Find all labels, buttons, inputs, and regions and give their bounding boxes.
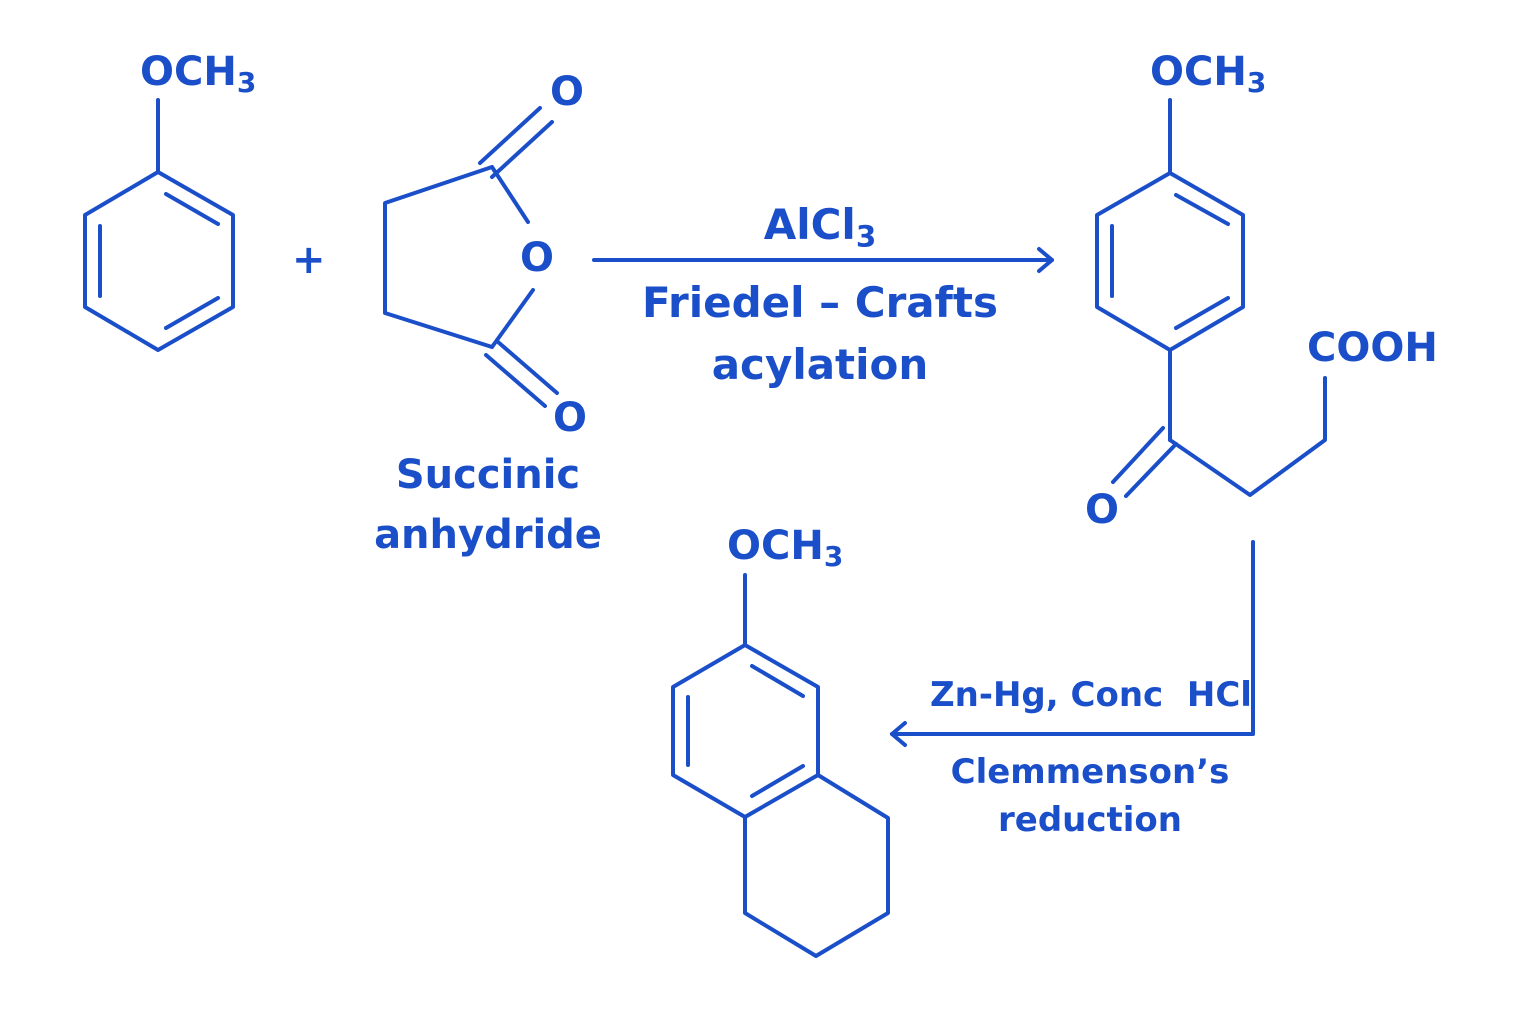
anisole-methoxy-text: OCH <box>140 49 237 95</box>
step1-reagent-text: AlCl <box>763 200 856 249</box>
intermediate-methoxy-text: OCH <box>1150 49 1247 95</box>
arrow-clemmensen <box>890 540 1255 747</box>
anisole-methoxy-subscript: 3 <box>236 66 257 99</box>
step1-reagent-subscript: 3 <box>855 219 877 254</box>
plus-sign: + <box>292 237 326 283</box>
anhydride-oxygen-bottom: O <box>553 395 588 441</box>
anhydride-oxygen-ring: O <box>520 235 555 281</box>
anisole-methoxy-label: OCH3 <box>140 52 256 97</box>
keto-oxygen-label: O <box>1085 487 1120 533</box>
step2-name-line2: reduction <box>998 800 1182 840</box>
step2-reagent: Zn-Hg, Conc HCl <box>930 675 1252 715</box>
step1-name-line1: Friedel – Crafts <box>641 278 998 327</box>
acid-group-label: COOH <box>1307 325 1438 371</box>
keto-acid-structure <box>1095 98 1327 498</box>
anisole-structure <box>83 98 235 352</box>
methoxytetralin-structure <box>671 573 890 958</box>
product-methoxy-label: OCH3 <box>727 526 843 571</box>
product-methoxy-subscript: 3 <box>823 540 844 573</box>
step1-reagent: AlCl3 <box>640 204 1000 252</box>
step1-name-line2: acylation <box>711 340 929 389</box>
anhydride-oxygen-top: O <box>550 69 585 115</box>
step2-name-line1: Clemmenson’s <box>950 752 1230 792</box>
intermediate-methoxy-label: OCH3 <box>1150 52 1266 97</box>
arrow-friedel-crafts <box>592 247 1054 273</box>
intermediate-methoxy-subscript: 3 <box>1246 66 1267 99</box>
succinic-anhydride-structure <box>383 106 559 408</box>
product-methoxy-text: OCH <box>727 523 824 569</box>
anhydride-name-line2: anhydride <box>374 512 602 558</box>
anhydride-name-line1: Succinic <box>395 452 581 498</box>
